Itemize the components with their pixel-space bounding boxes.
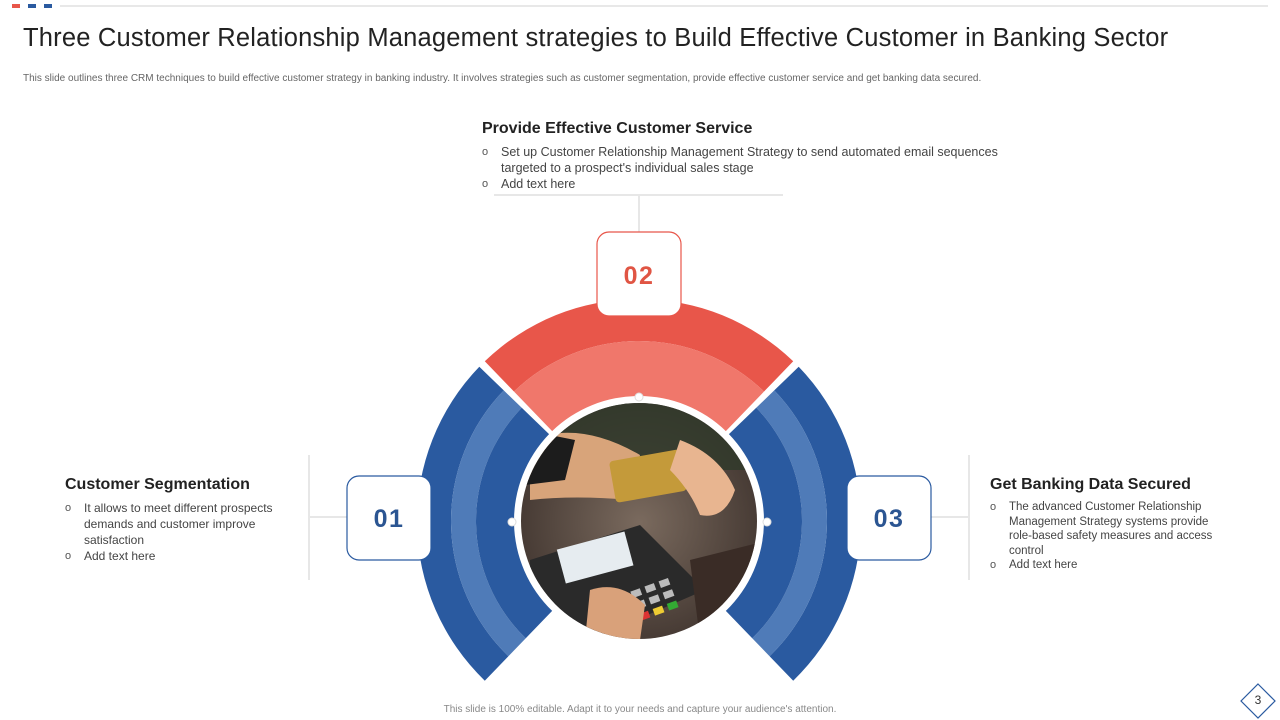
bullets-customer-segmentation: It allows to meet different prospects de… bbox=[65, 500, 295, 564]
top-accent-bar bbox=[12, 4, 1268, 8]
slide-subtitle: This slide outlines three CRM techniques… bbox=[23, 73, 982, 84]
ring-segment-03-outer bbox=[769, 366, 861, 681]
page-number: 3 bbox=[1254, 693, 1262, 707]
ring-segment-01-outer bbox=[417, 366, 509, 681]
node-dot-left bbox=[507, 517, 517, 527]
list-item: It allows to meet different prospects de… bbox=[65, 500, 295, 548]
heading-banking-data-secured: Get Banking Data Secured bbox=[990, 476, 1191, 493]
list-item: The advanced Customer Relationship Manag… bbox=[990, 500, 1220, 558]
ring-segment-01-mid bbox=[450, 390, 526, 657]
number-label-01: 01 bbox=[374, 505, 405, 533]
list-item: Add text here bbox=[65, 548, 295, 564]
ring-segment-03-inner bbox=[725, 407, 802, 639]
list-item: Add text here bbox=[482, 176, 1002, 192]
number-box-03: 03 bbox=[846, 475, 932, 561]
number-label-03: 03 bbox=[874, 505, 905, 533]
ring-segment-01-inner bbox=[475, 407, 553, 639]
slide-title: Three Customer Relationship Management s… bbox=[23, 24, 1169, 52]
accent-square-red bbox=[12, 4, 20, 8]
accent-rule bbox=[60, 5, 1268, 7]
node-dot-right bbox=[762, 517, 772, 527]
list-item: Add text here bbox=[990, 558, 1220, 573]
accent-square-blue bbox=[44, 4, 52, 8]
ring-segment-02-outer bbox=[484, 299, 794, 392]
accent-square-blue bbox=[28, 4, 36, 8]
number-label-02: 02 bbox=[624, 262, 655, 290]
footer-note: This slide is 100% editable. Adapt it to… bbox=[443, 704, 837, 715]
number-box-02: 02 bbox=[596, 231, 682, 317]
node-dot-top bbox=[634, 392, 644, 402]
ring-segment-02-inner bbox=[513, 340, 765, 432]
page-number-badge bbox=[1240, 683, 1276, 719]
bullets-banking-data-secured: The advanced Customer Relationship Manag… bbox=[990, 500, 1220, 573]
heading-customer-segmentation: Customer Segmentation bbox=[65, 476, 250, 493]
list-item: Set up Customer Relationship Management … bbox=[482, 144, 1002, 176]
bullets-customer-service: Set up Customer Relationship Management … bbox=[482, 144, 1002, 192]
ring-segment-03-mid bbox=[752, 390, 827, 657]
heading-customer-service: Provide Effective Customer Service bbox=[482, 120, 753, 137]
number-box-01: 01 bbox=[346, 475, 432, 561]
